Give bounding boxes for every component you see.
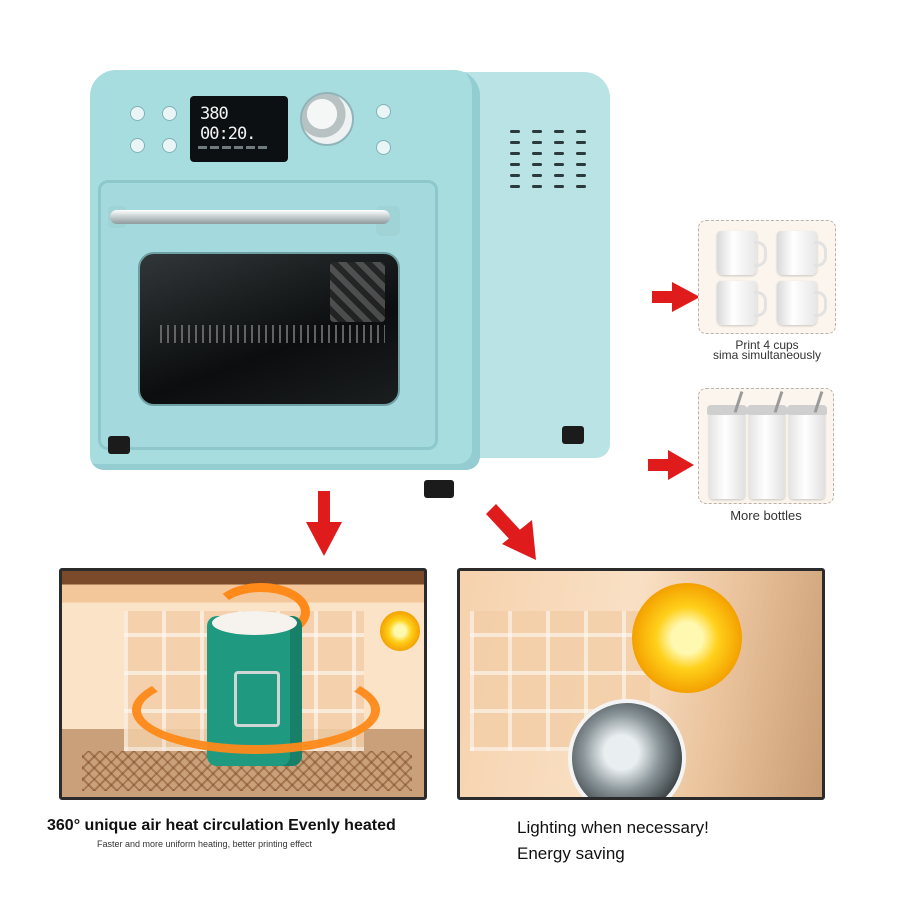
vent-slat — [532, 163, 542, 166]
power-button[interactable] — [130, 106, 145, 121]
up-button[interactable] — [376, 104, 391, 119]
vent-slat — [576, 130, 586, 133]
tumbler-icon — [747, 405, 787, 499]
door-handle[interactable] — [110, 210, 390, 224]
cups-card — [698, 220, 836, 334]
vent-slat — [510, 163, 520, 166]
vent-slat — [576, 163, 586, 166]
mug-icon — [777, 281, 827, 325]
vent-slat — [510, 141, 520, 144]
bottles-card — [698, 388, 834, 504]
vent-slat — [532, 141, 542, 144]
display-readout: 380 00:20. — [200, 104, 256, 144]
heat-arrow-top-icon — [212, 583, 310, 641]
vent-slat — [554, 163, 564, 166]
vent-slat — [532, 130, 542, 133]
light-button[interactable] — [130, 138, 145, 153]
energy-saving-title: Energy saving — [517, 844, 625, 863]
arrow-to-cups-icon — [652, 282, 700, 312]
vent-slat — [576, 174, 586, 177]
mug-icon — [717, 231, 767, 275]
vent-slat — [510, 152, 520, 155]
cups-caption-1: Print 4 cups — [735, 338, 799, 352]
vent-slat — [510, 130, 520, 133]
lamp-icon — [380, 611, 420, 651]
vent-slat — [532, 185, 542, 188]
vent-slat — [554, 141, 564, 144]
heat-circulation-icon — [132, 666, 380, 754]
vent-slat — [554, 174, 564, 177]
oven-side-panel — [455, 72, 610, 458]
control-knob[interactable] — [300, 92, 354, 146]
vent-slat — [554, 152, 564, 155]
vent-slat — [576, 152, 586, 155]
vent-slat — [510, 174, 520, 177]
oven-rack — [160, 325, 385, 343]
side-vent — [510, 130, 600, 200]
control-panel — [110, 88, 410, 180]
time-button[interactable] — [162, 138, 177, 153]
mug-icon — [717, 281, 767, 325]
lighting-title: Lighting when necessary! — [517, 818, 709, 837]
glowing-bulb-icon — [632, 583, 742, 693]
vent-slat — [554, 130, 564, 133]
bottles-caption: More bottles — [730, 508, 802, 523]
oven-foot — [424, 480, 454, 498]
oven-foot — [108, 436, 130, 454]
oven-rear-wall — [330, 262, 385, 322]
heat-circulation-title: 360° unique air heat circulation Evenly … — [47, 817, 396, 834]
vent-slat — [510, 185, 520, 188]
bulb-closeup — [568, 699, 686, 797]
heat-circulation-panel — [59, 568, 427, 800]
oven-foot — [562, 426, 584, 444]
vent-slat — [576, 141, 586, 144]
vent-slat — [554, 185, 564, 188]
cups-caption-2: sima simultaneously — [712, 348, 822, 362]
mug-rim — [212, 611, 297, 635]
preset-button[interactable] — [162, 106, 177, 121]
air-fryer-oven: 380 00:20. — [0, 0, 620, 510]
start-button[interactable] — [376, 140, 391, 155]
heat-circulation-subtitle: Faster and more uniform heating, better … — [97, 839, 312, 849]
vent-slat — [576, 185, 586, 188]
tumbler-icon — [787, 405, 827, 499]
arrow-to-bottles-icon — [648, 450, 694, 480]
display-indicators — [198, 136, 280, 149]
mug-icon — [777, 231, 827, 275]
lighting-panel — [457, 568, 825, 800]
arrow-down-right-icon — [486, 504, 536, 560]
tumbler-icon — [707, 405, 747, 499]
oven-display: 380 00:20. — [190, 96, 288, 162]
vent-slat — [532, 174, 542, 177]
arrow-down-left-icon — [306, 491, 342, 556]
vent-slat — [532, 152, 542, 155]
